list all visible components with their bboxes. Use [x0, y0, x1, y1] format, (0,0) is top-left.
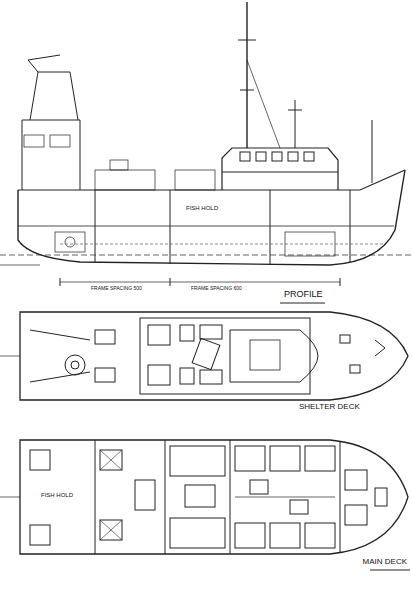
dimension-note: FRAME SPACING 500	[90, 286, 143, 292]
view-title: SHELTER DECK	[298, 403, 361, 412]
compartment-name: FISH HOLD	[40, 492, 74, 499]
compartment-name: FISH HOLD	[185, 205, 219, 212]
view-title: MAIN DECK	[362, 558, 408, 567]
dimension-note: FRAME SPACING 600	[190, 286, 243, 292]
view-title: PROFILE	[283, 290, 324, 300]
